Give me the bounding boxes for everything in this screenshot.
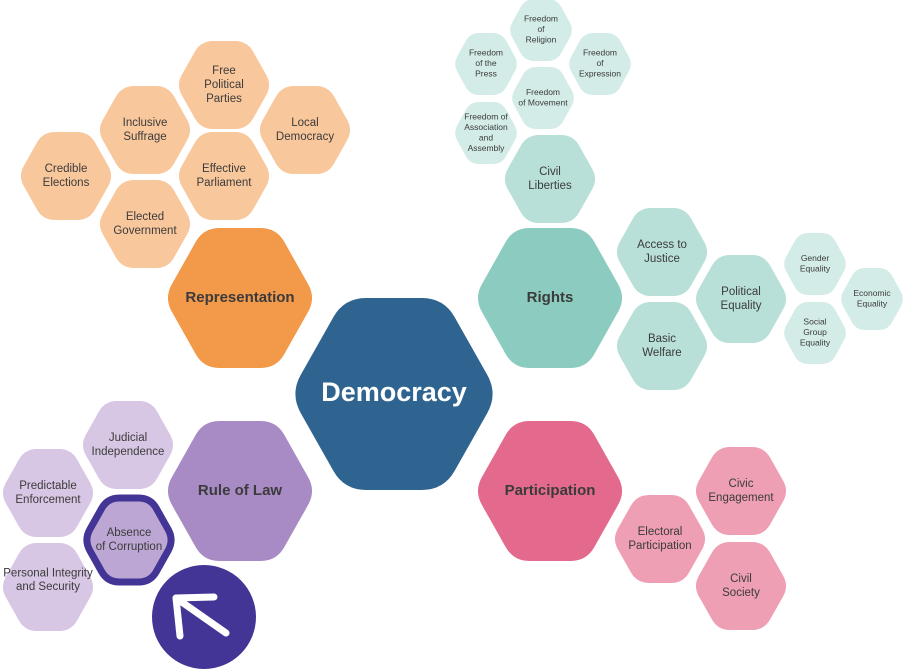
hex-rights[interactable]: Rights <box>477 228 623 368</box>
arrow-up-left-icon[interactable] <box>152 565 256 669</box>
hex-effective-parliament-shape <box>178 132 270 220</box>
hex-basic-welfare-shape <box>616 302 708 390</box>
hex-political-equality-shape <box>695 255 787 343</box>
hex-rule-of-law[interactable]: Rule of Law <box>167 421 313 561</box>
hex-freedom-of-association-shape <box>455 102 517 164</box>
hex-rule-of-law-shape <box>167 421 313 561</box>
hex-democracy[interactable]: Democracy <box>295 298 493 490</box>
hex-absence-of-corruption-shape <box>83 494 175 586</box>
hex-rights-shape <box>477 228 623 368</box>
hex-representation-shape <box>167 228 313 368</box>
hex-personal-integrity-shape <box>2 543 94 631</box>
hex-inclusive-suffrage-shape <box>99 86 191 174</box>
hex-democracy-label: Democracy <box>321 377 467 407</box>
hex-electoral-participation-shape <box>614 495 706 583</box>
hex-freedom-of-religion-shape <box>510 0 572 61</box>
hex-access-to-justice-shape <box>616 208 708 296</box>
hex-civic-engagement-shape <box>695 447 787 535</box>
hex-participation-shape <box>477 421 623 561</box>
hex-judicial-independence-shape <box>82 401 174 489</box>
hex-freedom-of-the-press-shape <box>455 33 517 95</box>
hex-free-political-parties-shape <box>178 41 270 129</box>
hex-rule-of-law-label: Rule of Law <box>198 482 283 499</box>
hex-representation[interactable]: Representation <box>167 228 313 368</box>
hex-economic-equality-shape <box>841 268 903 330</box>
hex-rights-label: Rights <box>527 289 574 306</box>
hex-local-democracy-shape <box>259 86 351 174</box>
hex-civil-liberties-shape <box>504 135 596 223</box>
hex-predictable-enforcement-shape <box>2 449 94 537</box>
hex-freedom-of-movement-shape <box>512 67 574 129</box>
hex-freedom-of-expression-shape <box>569 33 631 95</box>
hex-participation-label: Participation <box>505 482 596 499</box>
hex-elected-government-shape <box>99 180 191 268</box>
hex-representation-label: Representation <box>185 289 294 306</box>
hex-credible-elections-shape <box>20 132 112 220</box>
hex-civil-society-shape <box>695 542 787 630</box>
hex-social-group-equality-shape <box>784 302 846 364</box>
hex-participation[interactable]: Participation <box>477 421 623 561</box>
hex-democracy-shape <box>295 298 493 490</box>
arrow-up-left-glyph <box>172 593 230 640</box>
hex-gender-equality-shape <box>784 233 846 295</box>
